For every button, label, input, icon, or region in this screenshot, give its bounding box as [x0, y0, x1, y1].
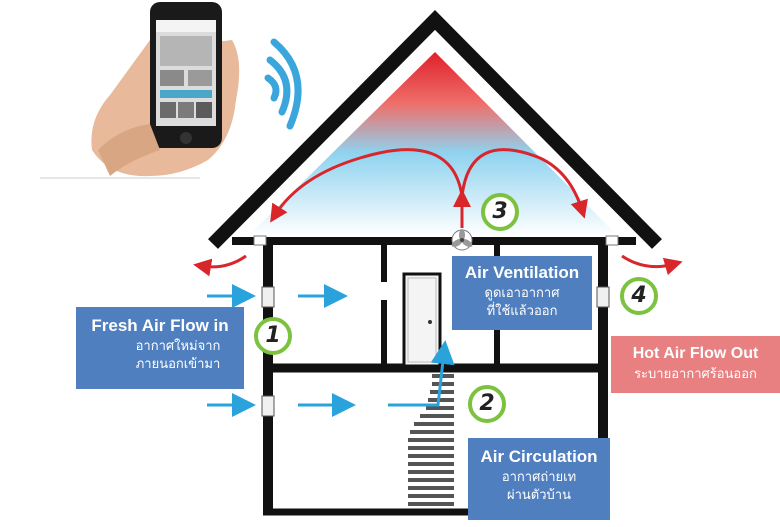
door: [402, 272, 442, 368]
hot-air-subtitle: ระบายอากาศร้อนออก: [634, 366, 757, 381]
smartphone-icon: [40, 2, 240, 179]
air-circulation-title: Air Circulation: [480, 447, 598, 466]
air-circulation-subtitle-1: อากาศถ่ายเท: [501, 469, 577, 484]
fresh-air-subtitle-1: อากาศใหม่จาก: [135, 338, 221, 353]
hot-air-arrows: [193, 148, 683, 277]
step-3-badge: 3: [481, 193, 519, 231]
attic-space: [248, 52, 618, 236]
ventilation-fan-icon: [451, 229, 473, 251]
air-ventilation-title: Air Ventilation: [464, 263, 580, 282]
step-2-badge: 2: [468, 385, 506, 423]
roof-outline: [208, 10, 662, 249]
step-4-badge: 4: [620, 277, 658, 315]
air-ventilation-subtitle-2: ที่ใช้แล้วออก: [486, 303, 558, 318]
fresh-air-subtitle-2: ภายนอกเข้ามา: [135, 356, 221, 371]
air-ventilation-subtitle-1: ดูดเอาอากาศ: [484, 285, 560, 300]
fresh-air-title: Fresh Air Flow in: [91, 316, 229, 335]
staircase: [408, 374, 454, 506]
air-circulation-label: Air Circulation อากาศถ่ายเท ผ่านตัวบ้าน: [468, 438, 610, 520]
air-circulation-subtitle-2: ผ่านตัวบ้าน: [507, 487, 571, 502]
hot-air-title: Hot Air Flow Out: [632, 345, 759, 362]
fresh-air-arrows: [207, 284, 455, 417]
step-1-badge: 1: [254, 317, 292, 355]
fresh-air-label: Fresh Air Flow in อากาศใหม่จาก ภายนอกเข้…: [76, 307, 244, 389]
hot-air-label: Hot Air Flow Out ระบายอากาศร้อนออก: [611, 336, 780, 393]
eave-vents: [253, 235, 619, 246]
wall-vents: [261, 286, 610, 417]
wireless-signal-icon: [264, 38, 302, 130]
air-ventilation-label: Air Ventilation ดูดเอาอากาศ ที่ใช้แล้วออ…: [452, 256, 592, 330]
